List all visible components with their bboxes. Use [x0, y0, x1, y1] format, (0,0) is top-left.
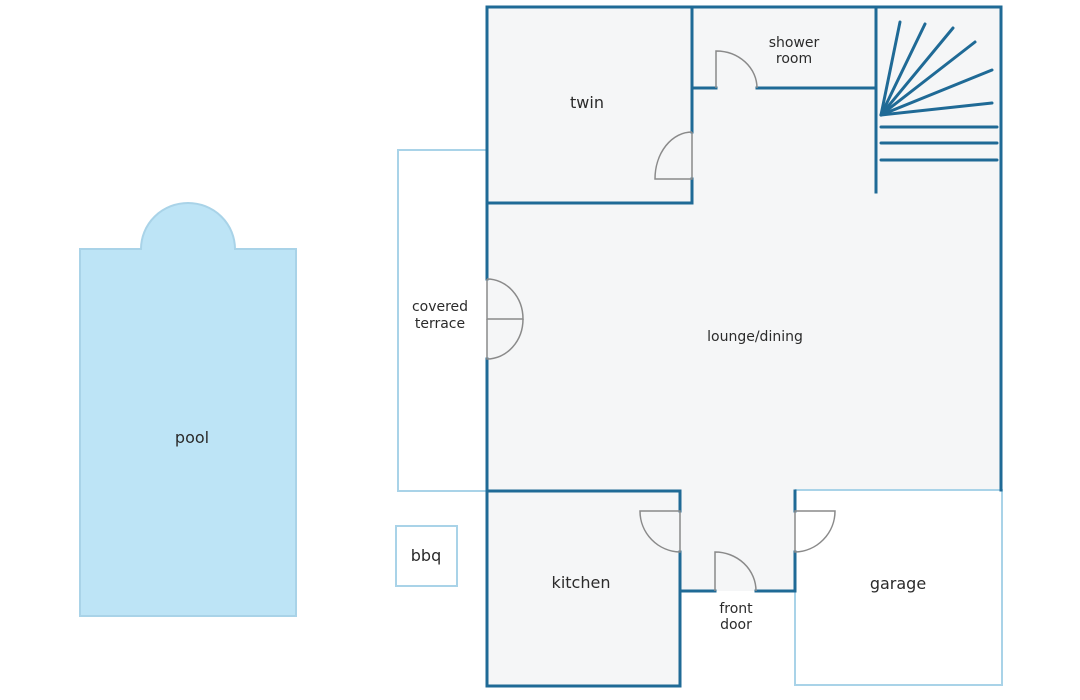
twin-label: twin [570, 93, 604, 112]
main-walls [485, 5, 1003, 688]
garage-door [794, 510, 836, 553]
front-door-label-line2: door [720, 617, 752, 633]
terrace-floor [398, 150, 487, 491]
pool-basin [79, 202, 297, 617]
light-walls [397, 149, 1003, 686]
terrace-door-top [486, 278, 524, 320]
garage-outline [794, 489, 1003, 686]
main-floor [487, 7, 1001, 686]
stair-tread [879, 26, 955, 117]
stair-tread [879, 101, 994, 117]
shower-room-label-line1: shower [769, 35, 820, 51]
pool [79, 202, 297, 617]
garage-floor [795, 490, 1002, 685]
stair-tread [879, 40, 977, 117]
front-door-label-line1: front [719, 601, 753, 617]
floor-areas [398, 7, 1002, 686]
kitchen-door [639, 510, 681, 553]
stair-tread [879, 68, 994, 117]
terrace-door-bottom [486, 318, 524, 360]
shower-door [715, 50, 758, 89]
twin-door [654, 131, 693, 180]
terrace-outline [397, 149, 487, 492]
room-labels: twin shower room covered terrace lounge/… [175, 35, 926, 633]
bbq-label: bbq [411, 546, 441, 565]
doors [486, 50, 836, 592]
lounge-dining-label: lounge/dining [707, 329, 803, 345]
terrace-label-line2: terrace [415, 316, 465, 332]
shower-room-label-line2: room [776, 51, 812, 67]
stair-tread [879, 22, 927, 117]
garage-label: garage [870, 574, 926, 593]
front-door [714, 551, 757, 592]
staircase [879, 20, 999, 162]
bbq-box [395, 525, 458, 587]
stair-tread [879, 20, 902, 117]
terrace-label-line1: covered [412, 299, 468, 315]
pool-label: pool [175, 428, 209, 447]
kitchen-label: kitchen [552, 573, 611, 592]
